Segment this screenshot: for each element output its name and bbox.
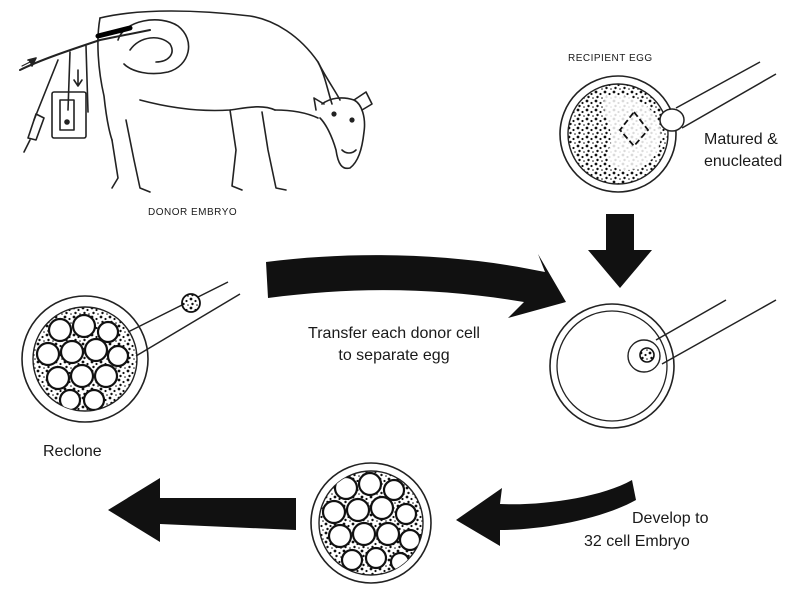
matured-label-line2: enucleated [704,153,782,171]
transfer-label-line1: Transfer each donor cell [262,325,526,343]
recipient-egg-label: RECIPIENT EGG [568,53,653,64]
matured-label-line1: Matured & [704,131,778,149]
micropipette-reclone [128,282,240,356]
recipient-egg [560,76,676,192]
reclone-label: Reclone [43,443,102,461]
donor-cow-illustration [20,11,372,192]
thirty-two-cell-embryo [311,463,431,583]
transfer-arrow [266,254,566,318]
donor-embryo-label: DONOR EMBRYO [148,207,237,218]
develop-label-line1: Develop to [632,510,709,528]
down-arrow [588,214,652,288]
develop-label-line2: 32 cell Embryo [584,533,690,551]
transfer-label-line2: to separate egg [262,347,526,365]
micropipette-transfer [656,300,776,364]
reconstructed-egg [550,304,674,428]
micropipette-recipient [660,62,776,131]
reclone-arrow [108,478,296,542]
reclone-embryo [22,296,148,422]
